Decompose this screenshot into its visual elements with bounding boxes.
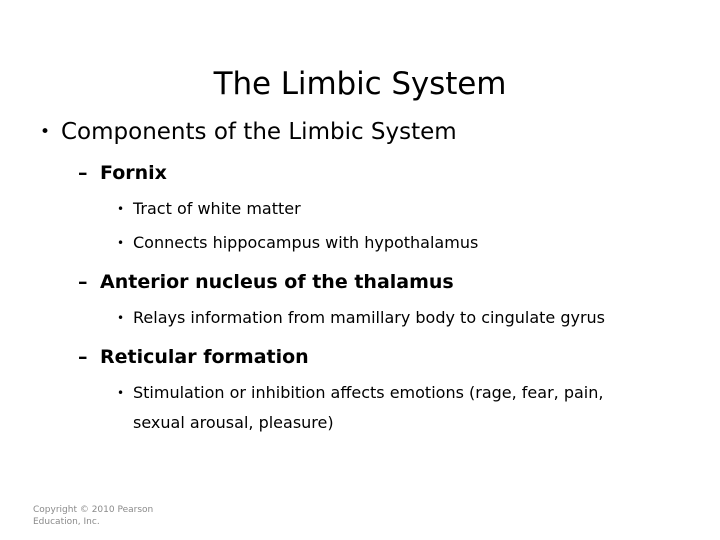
copyright-footer: Copyright © 2010 Pearson Education, Inc. — [33, 504, 253, 528]
list-item-level3-label: Connects hippocampus with hypothalamus — [133, 233, 479, 252]
list-item-level3: • Relays information from mamillary body… — [117, 303, 720, 333]
slide-body: • Components of the Limbic System – Forn… — [0, 116, 720, 442]
bullet-dot-icon: • — [117, 311, 125, 325]
list-item-level2-anterior-nucleus: – Anterior nucleus of the thalamus — [78, 268, 720, 297]
list-item-level2-reticular-formation: – Reticular formation — [78, 343, 720, 372]
list-item-level2-label: Anterior nucleus of the thalamus — [100, 271, 454, 293]
list-item-level2-label: Fornix — [100, 162, 167, 184]
en-dash-icon: – — [78, 346, 88, 368]
list-item-level3: • Tract of white matter — [117, 194, 720, 224]
list-item-level3-label: Stimulation or inhibition affects emotio… — [133, 383, 604, 432]
list-item-level3-label: Tract of white matter — [133, 199, 301, 218]
copyright-line-1: Copyright © 2010 Pearson — [33, 505, 154, 515]
list-item-level2-label: Reticular formation — [100, 346, 309, 368]
list-item-level1-label: Components of the Limbic System — [61, 119, 457, 145]
bullet-dot-icon: • — [40, 122, 51, 142]
copyright-line-2: Education, Inc. — [33, 517, 100, 527]
en-dash-icon: – — [78, 271, 88, 293]
list-item-level3: • Stimulation or inhibition affects emot… — [117, 378, 720, 438]
page-title: The Limbic System — [213, 65, 507, 102]
bullet-dot-icon: • — [117, 386, 125, 400]
list-item-level3: • Connects hippocampus with hypothalamus — [117, 228, 720, 258]
list-item-level1: • Components of the Limbic System — [40, 116, 720, 149]
list-item-level3-label: Relays information from mamillary body t… — [133, 308, 605, 327]
list-item-level2-fornix: – Fornix — [78, 159, 720, 188]
en-dash-icon: – — [78, 162, 88, 184]
bullet-dot-icon: • — [117, 202, 125, 216]
bullet-dot-icon: • — [117, 236, 125, 250]
